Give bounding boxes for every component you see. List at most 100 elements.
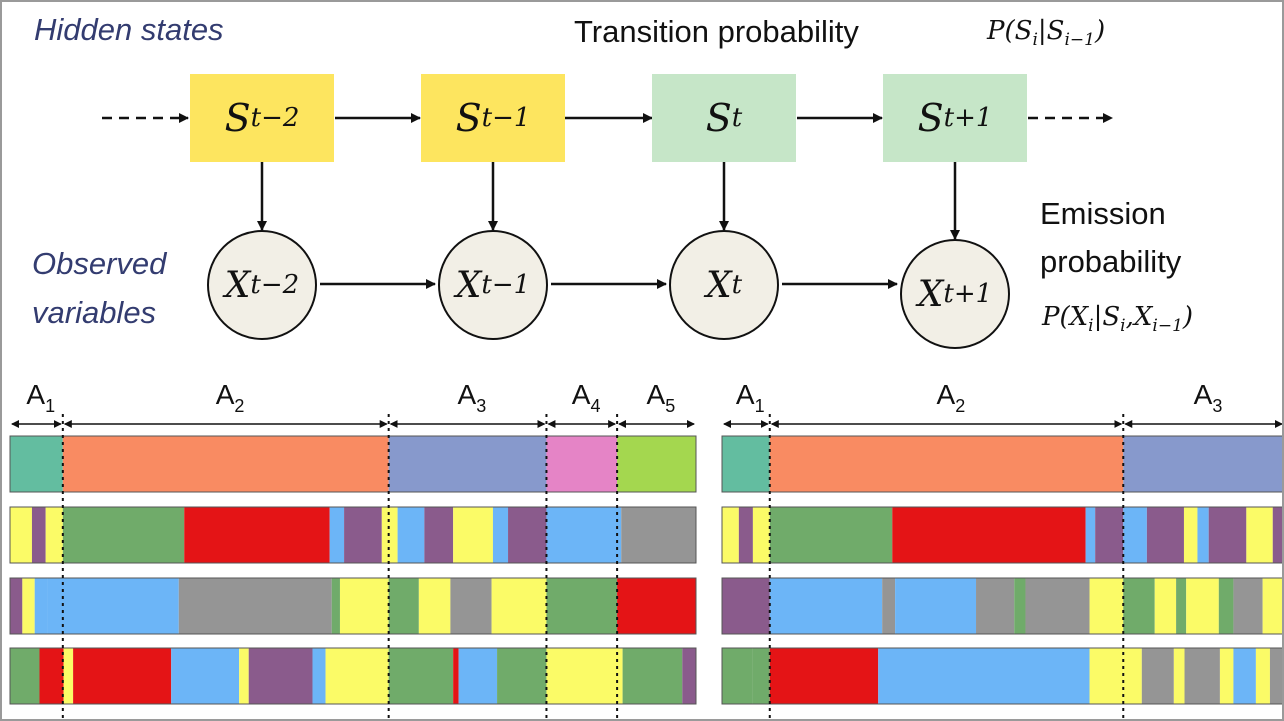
- sequence-block: [722, 436, 770, 492]
- sequence-row-border: [9, 647, 697, 705]
- sequence-block: [339, 578, 389, 634]
- sequence-block: [769, 648, 879, 704]
- sequence-block: [617, 436, 696, 492]
- sequence-block: [73, 648, 172, 704]
- sequence-block: [1123, 648, 1142, 704]
- sequence-block: [62, 507, 185, 563]
- sequence-block: [1025, 578, 1090, 634]
- sequence-block: [895, 578, 977, 634]
- sequence-block: [31, 507, 46, 563]
- sequence-block: [1085, 507, 1096, 563]
- graph-arrows: [102, 113, 1113, 289]
- sequence-block: [381, 507, 398, 563]
- sequence-block: [1233, 578, 1263, 634]
- sequence-block: [682, 648, 696, 704]
- sequence-block: [492, 507, 509, 563]
- sequence-block: [1246, 507, 1273, 563]
- sequence-block: [769, 578, 883, 634]
- sequence-block: [397, 507, 425, 563]
- sequence-block: [388, 648, 454, 704]
- sequence-block: [453, 507, 493, 563]
- sequence-block: [722, 578, 770, 634]
- emission-label-line2: probability: [1040, 244, 1182, 279]
- sequence-row-border: [9, 506, 697, 564]
- segment-label: A4: [572, 379, 601, 416]
- sequence-block: [508, 507, 547, 563]
- sequence-block: [45, 507, 63, 563]
- sequence-block: [1146, 507, 1184, 563]
- sequence-row-border: [721, 506, 1282, 564]
- sequence-block: [1218, 578, 1234, 634]
- sequence-block: [184, 507, 330, 563]
- sequence-block: [248, 648, 313, 704]
- sequence-block: [10, 436, 63, 492]
- sequence-block: [22, 578, 35, 634]
- observed-variables-label-line1: Observed: [32, 246, 167, 281]
- sequence-block: [1141, 648, 1174, 704]
- sequence-block: [1272, 507, 1282, 563]
- sequence-block: [424, 507, 454, 563]
- sequence-block: [1173, 648, 1185, 704]
- sequence-block: [47, 578, 179, 634]
- sequence-block: [882, 578, 896, 634]
- segment-label: A5: [647, 379, 676, 416]
- sequence-block: [331, 578, 340, 634]
- sequence-block: [39, 648, 64, 704]
- sequence-block: [1123, 436, 1282, 492]
- sequence-block: [63, 648, 74, 704]
- emission-formula: P(Xi|Si,Xi−1): [1042, 302, 1194, 337]
- sequence-block: [1014, 578, 1026, 634]
- sequence-block: [450, 578, 492, 634]
- transition-formula: P(Si|Si−1): [987, 16, 1106, 51]
- sequence-block: [1208, 507, 1247, 563]
- sequence-block: [752, 507, 770, 563]
- segment-label: A3: [458, 379, 487, 416]
- sequence-block: [1123, 507, 1147, 563]
- sequence-block: [329, 507, 345, 563]
- sequence-block: [546, 436, 618, 492]
- sequence-block: [239, 648, 249, 704]
- segment-label: A2: [216, 379, 245, 416]
- sequence-block: [621, 507, 696, 563]
- sequence-block: [1233, 648, 1256, 704]
- segment-label: A1: [736, 379, 765, 416]
- sequence-block: [10, 507, 32, 563]
- sequence-block: [178, 578, 332, 634]
- sequence-block: [1183, 507, 1198, 563]
- sequence-block: [1154, 578, 1177, 634]
- sequence-block: [1219, 648, 1234, 704]
- sequence-block: [546, 648, 623, 704]
- sequence-block: [546, 578, 618, 634]
- sequence-block: [722, 648, 753, 704]
- segment-label: A2: [937, 379, 966, 416]
- segment-label: A3: [1194, 379, 1223, 416]
- sequence-row-border: [721, 577, 1282, 635]
- sequence-block: [10, 648, 40, 704]
- sequence-block: [752, 648, 770, 704]
- sequence-block: [453, 648, 459, 704]
- sequence-block: [171, 648, 240, 704]
- sequence-row-border: [9, 435, 697, 493]
- sequence-block: [388, 578, 419, 634]
- sequence-block: [458, 648, 498, 704]
- sequence-row-border: [721, 647, 1282, 705]
- sequence-block: [62, 436, 389, 492]
- sequence-block: [722, 507, 739, 563]
- sequence-block: [418, 578, 451, 634]
- sequence-block: [497, 648, 547, 704]
- sequence-block: [738, 507, 753, 563]
- sequence-block: [769, 436, 1124, 492]
- sequence-block: [1269, 648, 1282, 704]
- sequence-row-border: [9, 577, 697, 635]
- sequence-block: [1186, 578, 1219, 634]
- sequence-block: [1089, 578, 1124, 634]
